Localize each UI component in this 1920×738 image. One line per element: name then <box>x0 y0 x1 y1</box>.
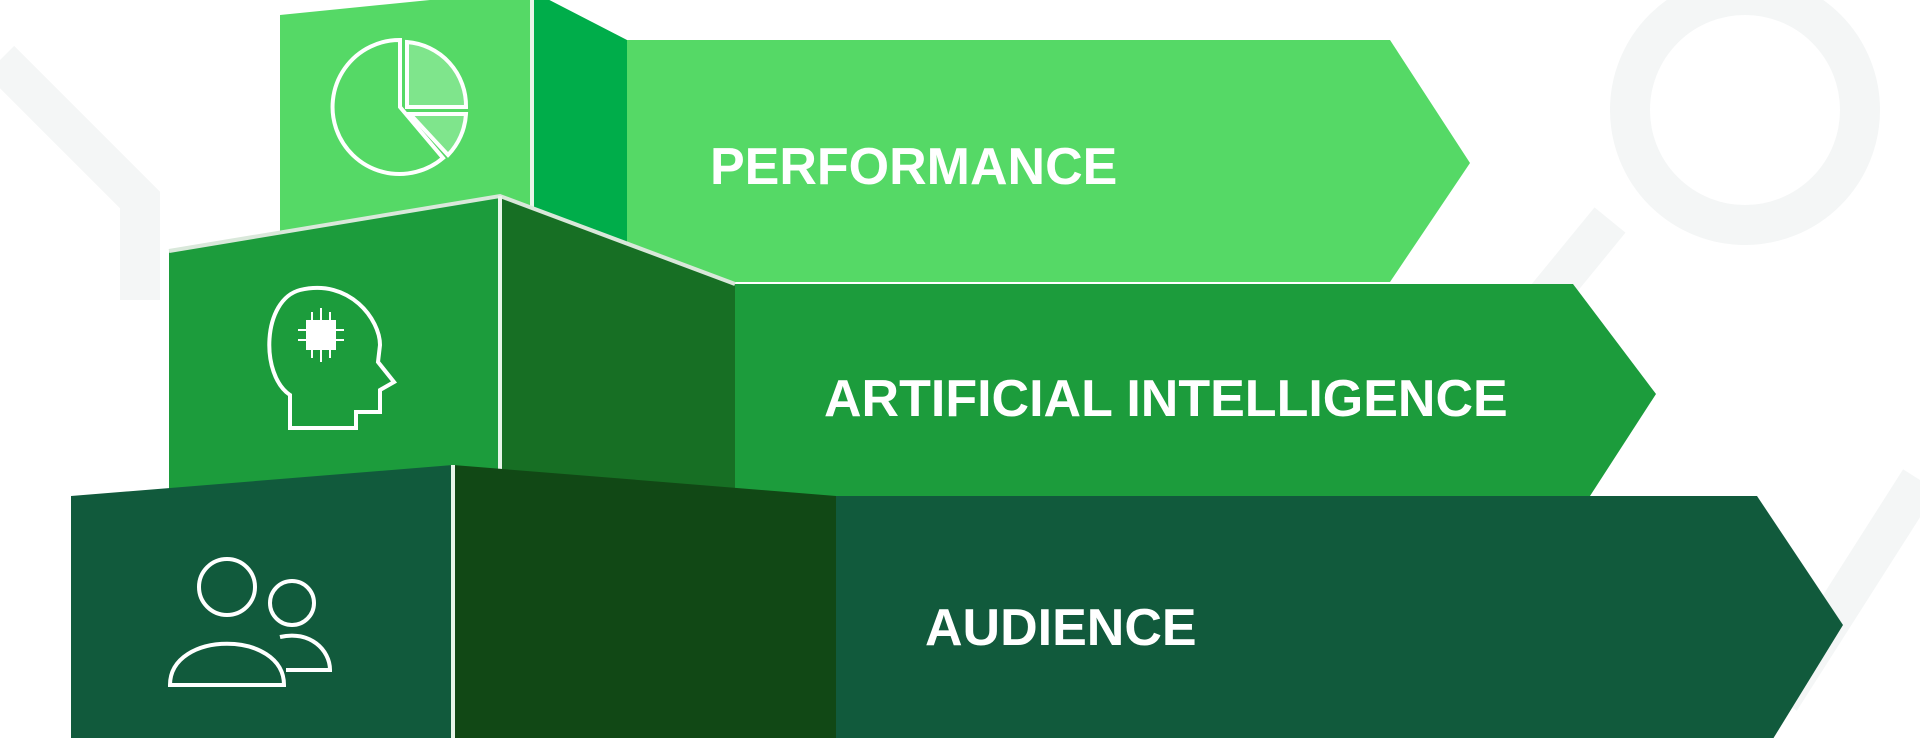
ai-arrow <box>735 284 1656 496</box>
audience-cube <box>71 465 836 738</box>
people-icon <box>167 557 333 687</box>
tier-label-performance: PERFORMANCE <box>710 138 1117 196</box>
audience-arrow <box>836 496 1843 738</box>
tier-label-audience: AUDIENCE <box>925 599 1197 657</box>
ai-head-chip-icon <box>267 286 398 430</box>
performance-arrow <box>627 40 1470 282</box>
pie-chart-icon <box>330 37 469 176</box>
tier-label-ai: ARTIFICIAL INTELLIGENCE <box>824 370 1508 428</box>
